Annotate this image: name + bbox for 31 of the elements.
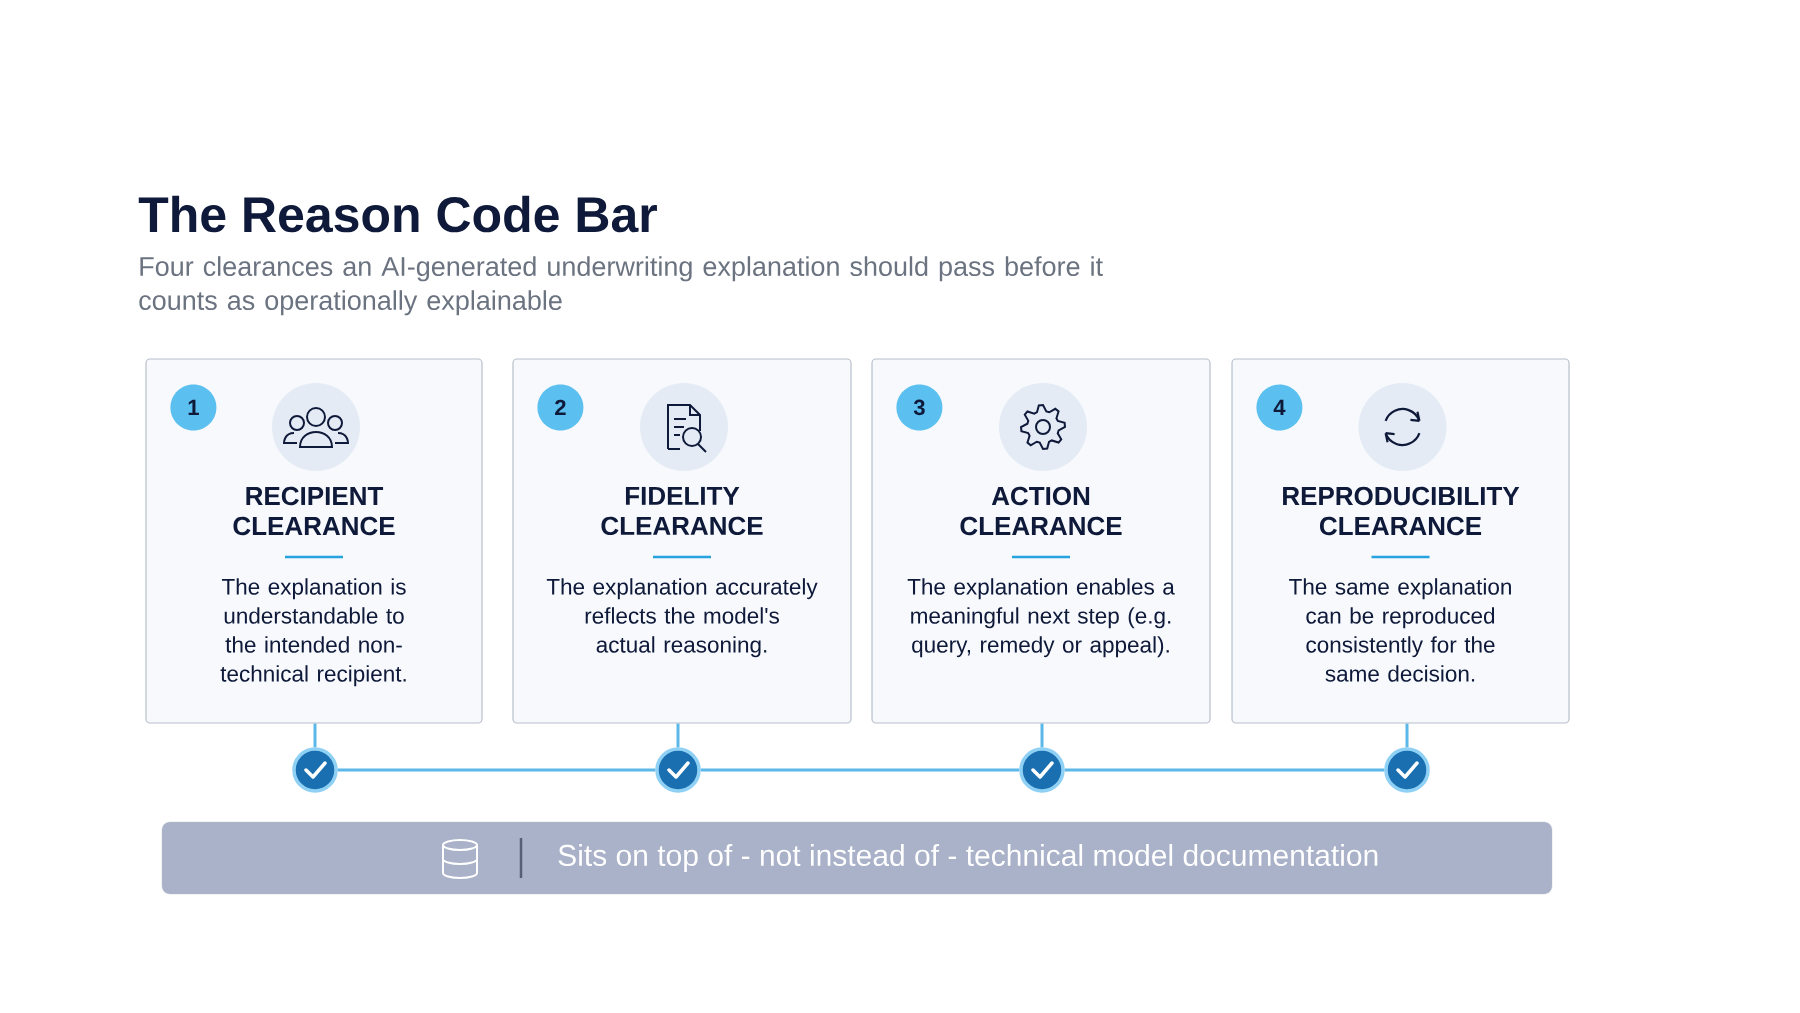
check-circle (1384, 747, 1430, 793)
clearance-card (1231, 358, 1570, 724)
footer-bar (161, 821, 1553, 895)
clearance-card (871, 358, 1211, 724)
card-description: The explanation enables a meaningful next step (e.g. query, remedy or appeal). (907, 578, 1175, 658)
check-circle (292, 747, 338, 793)
bar-text: Sits on top of - not instead of - technical model documentation (558, 844, 1378, 872)
number-badge: 4 (1256, 384, 1303, 431)
timeline-line (700, 768, 1020, 772)
subtitle: Four clearances an AI-generated underwriting explanation should pass before it counts as operationally explainable (139, 256, 1103, 316)
card-description: The explanation is understandable to the intended non-technical recipient. (220, 578, 406, 687)
check-circle (1019, 747, 1065, 793)
timeline-line (337, 768, 656, 772)
title: The Reason Code Bar (138, 195, 657, 233)
card-description: The explanation accurately reflects the model's actual reasoning. (546, 578, 818, 658)
number-badge: 1 (170, 384, 217, 431)
clearance-card (145, 358, 483, 724)
connector-stub (313, 723, 317, 748)
check-circle (655, 747, 701, 793)
connector-stub (1040, 723, 1044, 748)
clearance-card (512, 358, 852, 724)
card-heading: FIDELITY CLEARANCE (601, 486, 763, 536)
card-heading: ACTION CLEARANCE (960, 486, 1122, 536)
number-badge: 2 (537, 384, 584, 431)
timeline-line (1064, 768, 1385, 772)
card-heading: RECIPIENT CLEARANCE (233, 486, 395, 536)
card-heading: REPRODUCIBILITY CLEARANCE (1283, 486, 1520, 536)
number-badge: 3 (896, 384, 943, 431)
connector-stub (676, 723, 680, 748)
connector-stub (1405, 723, 1409, 748)
card-description: The same explanation can be reproduced consistently for the same decision. (1289, 578, 1511, 682)
